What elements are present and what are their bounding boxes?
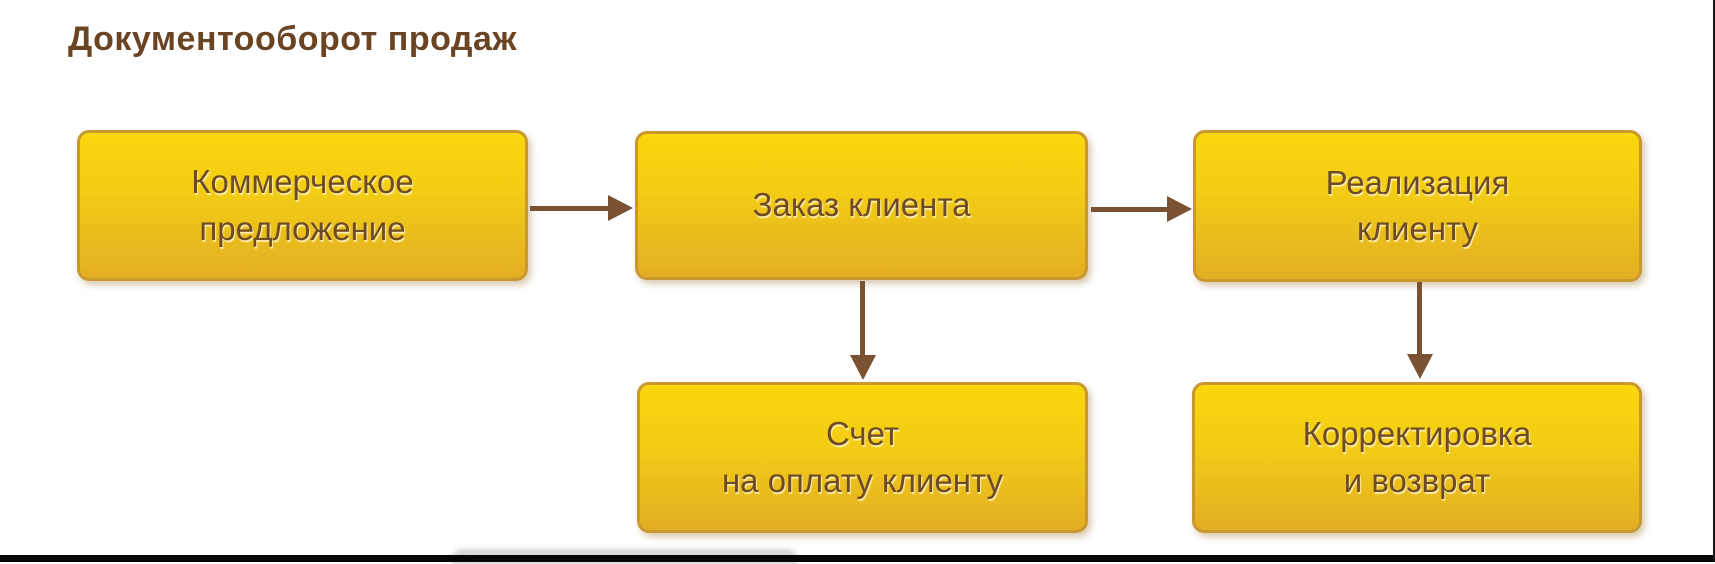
arrow-right-icon [608,195,633,221]
arrow-stem [530,206,610,211]
arrow-stem [1091,207,1169,212]
node-sales-to-customer: Реализация клиенту [1193,130,1642,282]
node-customer-order: Заказ клиента [635,131,1088,280]
node-commercial-proposal: Коммерческое предложение [77,130,528,281]
page-title: Документооборот продаж [68,20,517,58]
node-label: Реализация клиенту [1325,163,1510,247]
arrow-right-icon [1167,196,1192,222]
arrow-stem [860,281,865,357]
arrow-down-icon [850,355,876,380]
node-label: Коммерческое предложение [191,163,414,247]
node-label: Корректировка и возврат [1302,415,1532,499]
arrow-down-icon [1407,354,1433,379]
node-adjustment-and-return: Корректировка и возврат [1192,382,1642,533]
right-edge-line [1713,0,1715,562]
node-label: Счет на оплату клиенту [721,415,1004,499]
node-payment-invoice: Счет на оплату клиенту [637,382,1088,533]
node-label: Заказ клиента [752,186,971,224]
arrow-stem [1417,282,1422,356]
bottom-border-bar [0,555,1715,562]
